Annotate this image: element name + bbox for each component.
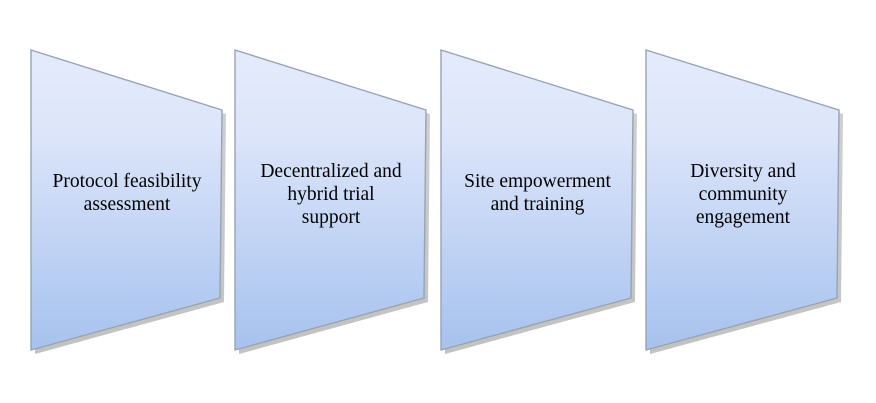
process-step-3-label: Site empowerment and training	[464, 171, 611, 215]
process-step-2[interactable]: Decentralized and hybrid trial support	[228, 0, 434, 403]
process-step-1[interactable]: Protocol feasibility assessment	[24, 0, 230, 403]
process-step-2-label: Decentralized and hybrid trial support	[260, 161, 402, 228]
process-step-4[interactable]: Diversity and community engagement	[639, 0, 847, 403]
process-step-4-label: Diversity and community engagement	[690, 161, 796, 228]
trapezoid-chevron-shape	[30, 49, 226, 354]
process-step-1-label: Protocol feasibility assessment	[52, 171, 202, 215]
process-step-3[interactable]: Site empowerment and training	[434, 0, 641, 403]
trapezoid-chevron-shape	[234, 49, 430, 354]
trapezoid-chevron-shape	[440, 49, 637, 354]
trapezoid-chevron-shape	[645, 49, 843, 354]
